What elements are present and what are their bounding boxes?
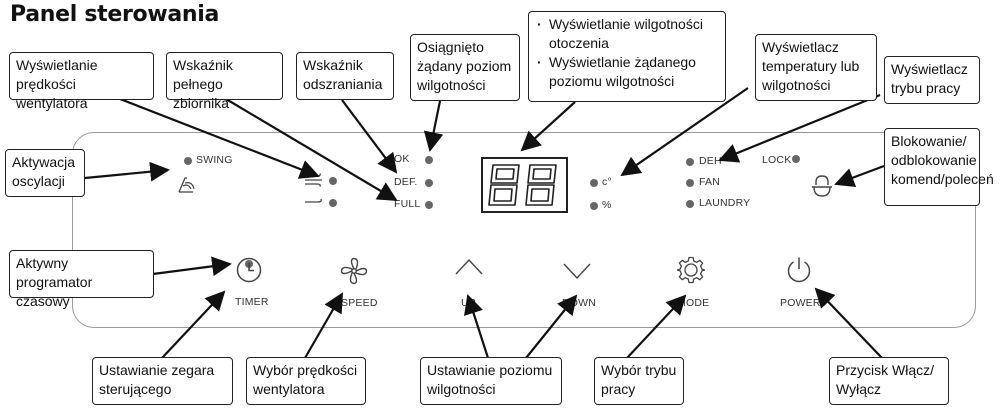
up-button[interactable]: UP [448,255,498,313]
padlock-icon[interactable] [810,175,834,197]
callout-mode-select: Wybór trybu pracy [594,357,684,405]
power-button[interactable]: POWER [775,255,825,313]
power-label: POWER [780,297,821,309]
callout-temp-humidity-display: Wyświetlacz temperatury lub wilgotności [755,34,877,101]
fan-mode-label: FAN [699,176,721,188]
callout-oscillation: Aktywacja oscylacji [5,149,85,197]
lock-label: LOCK [762,154,792,166]
celsius-label: c° [602,176,612,188]
mode-label: MODE [677,297,710,309]
callout-power-switch: Przycisk Włącz/ Wyłącz [829,357,949,405]
percent-indicator [590,202,598,210]
callout-mode-display: Wyświetlacz trybu pracy [884,56,980,104]
callout-defrost: Wskaźnik odszraniania [296,52,394,100]
celsius-indicator [590,179,598,187]
callout-humidity-setting: Ustawianie poziomu wilgotności [420,357,562,405]
fan-icon [340,257,368,285]
callout-clock-setting: Ustawianie zegara sterującego [92,357,233,405]
breeze-icon [305,198,322,203]
speed-button[interactable]: SPEED [330,255,380,313]
down-button[interactable]: DOWN [556,255,606,313]
seven-segment-display [481,157,568,213]
humidity-display-item: Wyświetlanie wilgotności otoczenia [537,15,719,53]
gear-icon [677,256,705,284]
laundry-indicator [686,200,694,208]
up-label: UP [461,297,476,309]
callout-timer-active: Aktywny programator czasowy [9,250,154,309]
timer-button[interactable]: TIMER [224,255,274,313]
swing-indicator [184,157,192,165]
percent-label: % [602,199,612,211]
callout-humidity-reached: Osiągnięto żądany poziom wilgotności [410,34,520,101]
digit-segments [488,164,557,206]
full-label: FULL [394,198,421,210]
fan-low-indicator [329,199,337,207]
fan-high-indicator [329,177,337,185]
deh-label: DEH [699,155,722,167]
humidity-display-item: Wyświetlanie żądanego poziomu wilgotnośc… [537,53,719,91]
fan-mode-indicator [686,179,694,187]
timer-label: TIMER [235,296,269,308]
power-icon [787,257,811,283]
swing-label: SWING [196,154,233,166]
deh-indicator [686,158,694,166]
ok-label: OK [394,153,410,165]
callout-full-tank: Wskaźnik pełnego zbiornika [166,52,283,111]
callout-lock: Blokowanie/ odblokowanie komend/poleceń [884,128,994,206]
callout-fan-speed-select: Wybór prędkości wentylatora [246,357,366,405]
page-title: Panel sterowania [10,2,220,27]
lock-indicator [792,155,800,163]
humidity-display-list: Wyświetlanie wilgotności otoczenia Wyświ… [535,15,719,91]
clock-icon [236,257,262,283]
def-label: DEF. [394,176,418,188]
speed-label: SPEED [341,297,378,309]
chevron-down-icon [563,263,591,280]
swing-icon [178,177,195,193]
def-indicator [425,179,433,187]
mode-button[interactable]: MODE [668,255,718,313]
wind-icon [305,173,322,187]
laundry-label: LAUNDRY [699,197,751,209]
callout-humidity-display: Wyświetlanie wilgotności otoczenia Wyświ… [528,11,726,102]
callout-fan-speed-display: Wyświetlanie prędkości wentylatora [9,52,154,111]
down-label: DOWN [562,297,597,309]
full-indicator [425,201,433,209]
ok-indicator [425,156,433,164]
chevron-up-icon [455,258,483,275]
